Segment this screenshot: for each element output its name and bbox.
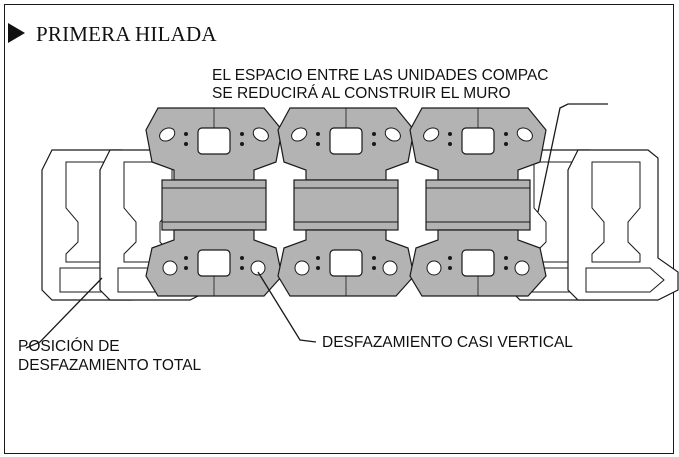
grey-block-3 xyxy=(409,107,547,297)
callout-bottom-right: DESFAZAMIENTO CASI VERTICAL xyxy=(322,334,573,351)
page-title: PRIMERA HILADA xyxy=(36,22,217,46)
callout-top-line2: SE REDUCIRÁ AL CONSTRUIR EL MURO xyxy=(212,85,511,102)
leader-bottom-right xyxy=(257,271,317,343)
figure-frame xyxy=(4,4,674,454)
callout-top-line1: EL ESPACIO ENTRE LAS UNIDADES COMPAC xyxy=(212,67,549,84)
callout-bottom-left-line1: POSICIÓN DE xyxy=(18,338,120,355)
triangle-right-icon xyxy=(8,23,25,43)
back-block-4 xyxy=(567,149,679,301)
callout-bottom-left-line2: DESFAZAMIENTO TOTAL xyxy=(18,357,202,374)
leader-bottom-left xyxy=(25,277,103,349)
grey-block-2 xyxy=(277,107,415,297)
leader-top xyxy=(537,103,608,213)
grey-block-1 xyxy=(145,107,283,297)
